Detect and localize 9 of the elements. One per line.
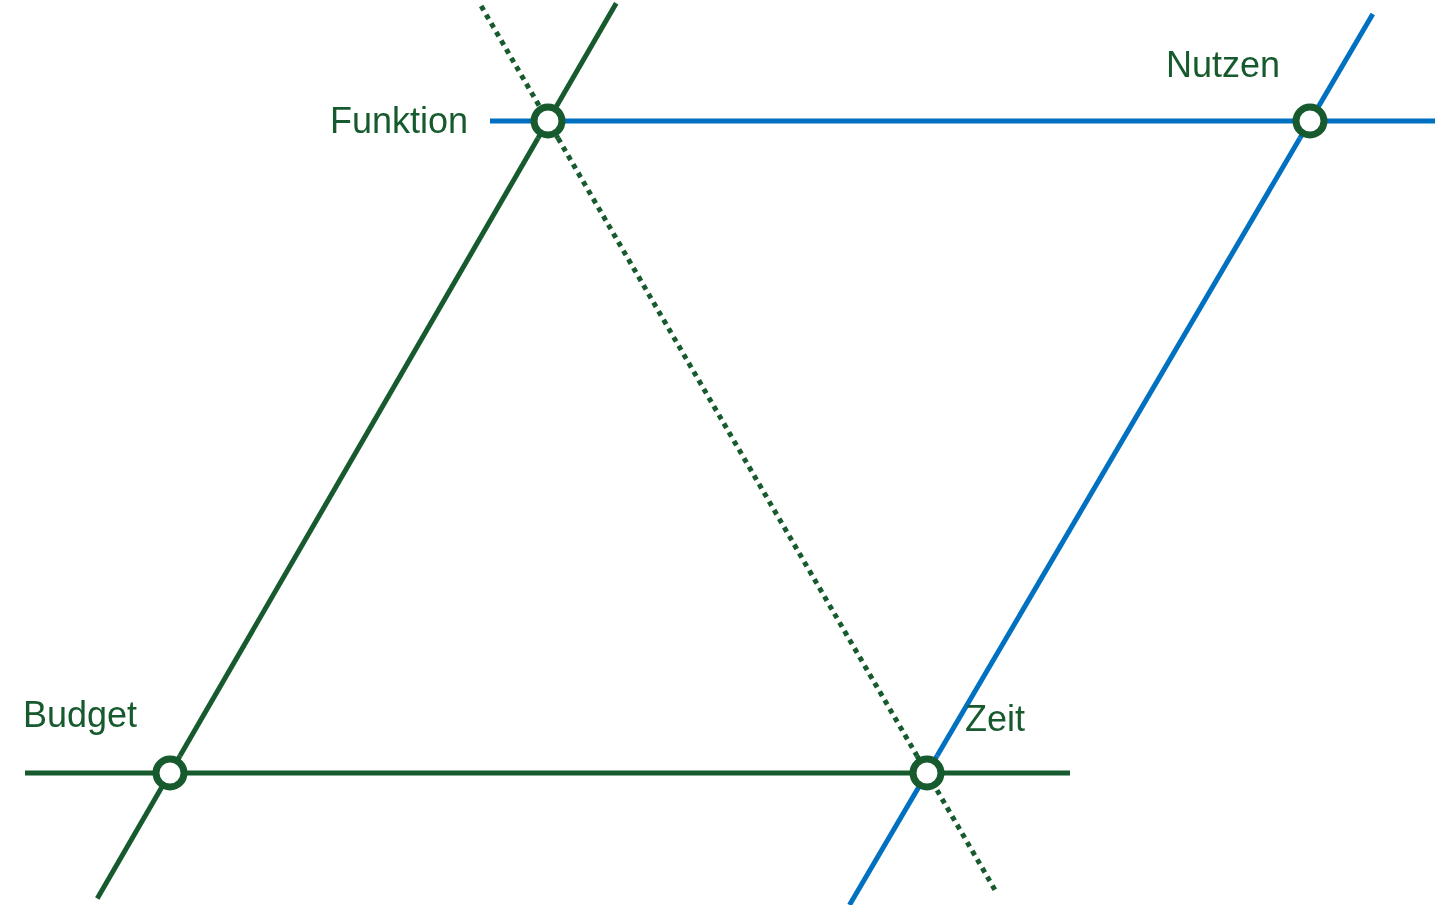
connector-line — [555, 137, 920, 757]
point-label: Budget — [22, 695, 137, 735]
connector-line — [934, 136, 1303, 758]
point-label: Nutzen — [1165, 45, 1280, 85]
point-label: Funktion — [329, 101, 468, 141]
connector-line — [190, 770, 907, 776]
connector-line — [177, 137, 541, 757]
connector-line — [568, 118, 1290, 124]
point-label: Zeit — [965, 699, 1025, 739]
